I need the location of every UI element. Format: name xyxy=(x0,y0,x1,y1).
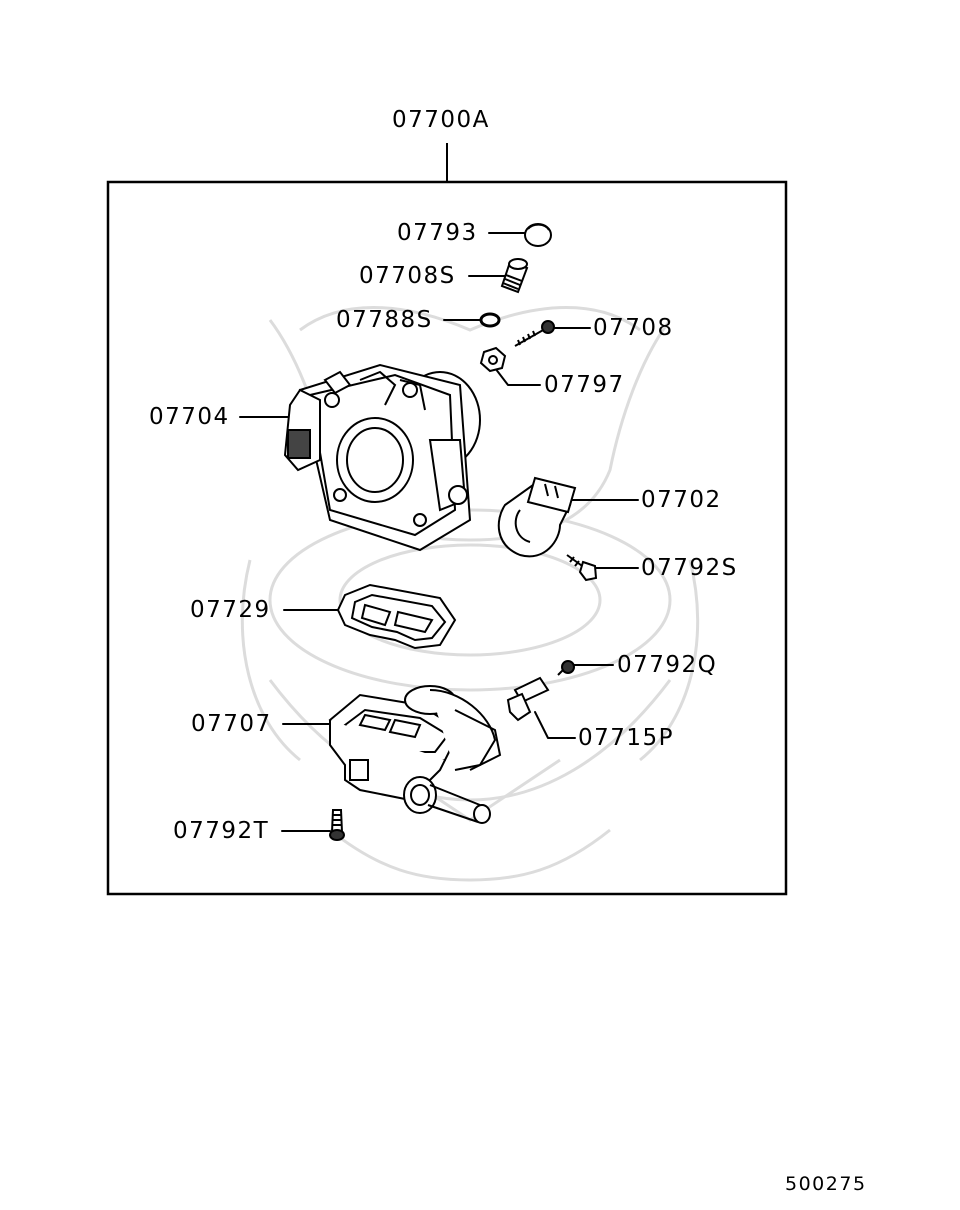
callout-07792S: 07792S xyxy=(641,555,738,581)
callout-07792Q: 07792Q xyxy=(617,652,718,678)
callout-07707: 07707 xyxy=(191,711,272,737)
callout-07704: 07704 xyxy=(149,404,230,430)
body-07707 xyxy=(328,685,502,824)
screw-07708 xyxy=(514,320,555,347)
sensor-07702 xyxy=(497,476,577,558)
callout-07792T: 07792T xyxy=(173,818,270,844)
gasket-07729 xyxy=(336,583,457,650)
callout-07788S: 07788S xyxy=(336,307,433,333)
callout-07702: 07702 xyxy=(641,487,722,513)
callout-07793: 07793 xyxy=(397,220,478,246)
bolt-07792T xyxy=(329,809,345,841)
nut-07797 xyxy=(479,346,507,373)
cap-07793 xyxy=(524,223,552,247)
screw-07708S xyxy=(500,258,529,294)
callout-07715P: 07715P xyxy=(578,725,675,751)
washer-07788S xyxy=(479,312,501,328)
watermark-emblem xyxy=(240,306,700,882)
diagram-number: 500275 xyxy=(785,1173,867,1195)
callout-07708S: 07708S xyxy=(359,263,456,289)
bolt-07792Q xyxy=(557,660,575,676)
callout-07708: 07708 xyxy=(593,315,674,341)
bolt-07792S xyxy=(566,554,598,582)
callout-07729: 07729 xyxy=(190,597,271,623)
part-07715P xyxy=(506,676,550,722)
throttle-body-07704 xyxy=(283,363,481,552)
callout-07797: 07797 xyxy=(544,372,625,398)
callout-assembly: 07700A xyxy=(392,107,490,133)
